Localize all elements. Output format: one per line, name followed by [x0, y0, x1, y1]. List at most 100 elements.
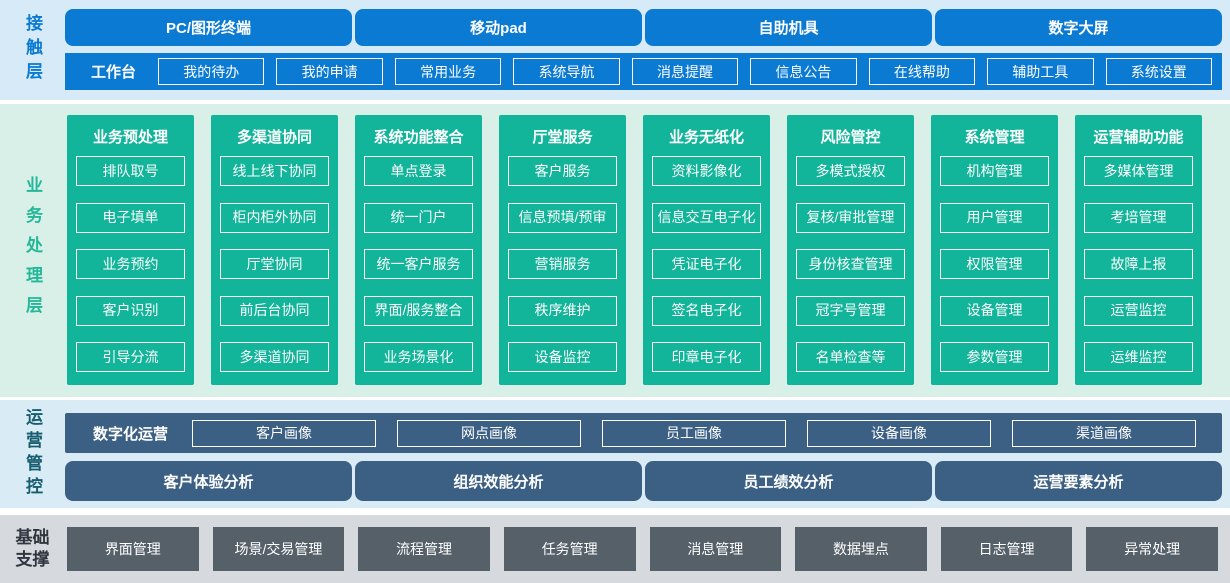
workbench-item-box: 我的申请	[276, 58, 383, 85]
workbench-item-box: 在线帮助	[868, 58, 976, 85]
business-column: 业务无纸化 资料影像化 信息交互电子化 凭证电子化 签名电子化 印章电子化	[643, 115, 770, 385]
workbench-items: 我的待办 我的申请 常用业务 系统导航 消息提醒 信息公告 在线帮助 辅助工具	[158, 58, 1212, 85]
digital-ops-item-box: 设备画像	[807, 419, 992, 447]
workbench-item-box: 系统设置	[1105, 58, 1212, 85]
business-column-title: 多渠道协同	[236, 129, 312, 146]
business-item-box: 多模式授权	[796, 156, 905, 186]
digital-ops-item-box: 员工画像	[602, 419, 787, 447]
operations-gutter: 运营管控	[0, 400, 65, 508]
business-column: 多渠道协同 线上线下协同 柜内柜外协同 厅堂协同 前后台协同 多渠道协同	[211, 115, 338, 385]
business-column-items: 机构管理 用户管理 权限管理 设备管理 参数管理	[940, 156, 1049, 372]
business-column-items: 资料影像化 信息交互电子化 凭证电子化 签名电子化 印章电子化	[652, 156, 761, 372]
foundation-item-box: 流程管理	[358, 527, 490, 571]
business-item-box: 单点登录	[364, 156, 473, 186]
business-item-box: 权限管理	[940, 249, 1049, 279]
business-column: 系统管理 机构管理 用户管理 权限管理 设备管理 参数管理	[931, 115, 1058, 385]
business-column: 风险管控 多模式授权 复核/审批管理 身份核查管理 冠字号管理 名单检查等	[787, 115, 914, 385]
workbench-item-box: 常用业务	[394, 58, 502, 85]
business-item-box: 引导分流	[76, 342, 185, 372]
business-item-box: 复核/审批管理	[796, 202, 905, 233]
channel-box: 自助机具	[645, 9, 932, 46]
business-item-box: 统一客户服务	[364, 249, 473, 279]
business-column-items: 多模式授权 复核/审批管理 身份核查管理 冠字号管理 名单检查等	[796, 156, 905, 372]
workbench-bar: 工作台 我的待办 我的申请 常用业务 系统导航 消息提醒 信息公告	[65, 53, 1222, 90]
business-item-box: 运维监控	[1084, 342, 1193, 372]
business-item-box: 信息预填/预审	[508, 202, 617, 233]
business-item-box: 界面/服务整合	[364, 295, 473, 326]
analysis-box: 组织效能分析	[355, 461, 642, 501]
digital-ops-label: 数字化运营	[93, 425, 169, 443]
workbench-item-box: 系统导航	[513, 58, 620, 85]
business-item-box: 多媒体管理	[1084, 156, 1193, 186]
business-item-box: 机构管理	[940, 156, 1049, 186]
workbench-item-box: 消息提醒	[631, 58, 739, 85]
business-column-title: 业务预处理	[92, 129, 168, 146]
foundation-item-box: 数据埋点	[795, 527, 927, 571]
digital-ops-item-box: 渠道画像	[1012, 419, 1197, 447]
channel-box: PC/图形终端	[65, 9, 352, 46]
business-item-box: 秩序维护	[508, 295, 617, 326]
business-item-box: 冠字号管理	[796, 295, 905, 326]
contact-layer-gutter: 接触层	[0, 0, 65, 100]
workbench-item-box: 辅助工具	[987, 58, 1094, 85]
business-layer-band: 业务处理层 业务预处理 排队取号 电子填单 业务预约 客户	[0, 104, 1230, 397]
workbench-item-box: 信息公告	[750, 58, 857, 85]
business-item-box: 柜内柜外协同	[220, 202, 329, 233]
business-item-box: 印章电子化	[652, 342, 761, 372]
operations-content: 数字化运营 客户画像 网点画像 员工画像 设备画像 渠道画像	[65, 400, 1230, 508]
business-column-items: 单点登录 统一门户 统一客户服务 界面/服务整合 业务场景化	[364, 156, 473, 372]
digital-ops-item-box: 客户画像	[192, 419, 377, 447]
foundation-label: 基础支撑	[15, 527, 50, 569]
digital-ops-bar: 数字化运营 客户画像 网点画像 员工画像 设备画像 渠道画像	[65, 413, 1222, 453]
business-layer-label: 业务处理层	[23, 175, 42, 326]
foundation-item-box: 消息管理	[649, 527, 782, 571]
business-column-items: 线上线下协同 柜内柜外协同 厅堂协同 前后台协同 多渠道协同	[220, 156, 329, 372]
channel-box: 数字大屏	[935, 9, 1222, 46]
analysis-box: 员工绩效分析	[645, 461, 932, 501]
business-item-box: 运营监控	[1084, 295, 1193, 326]
channel-row: PC/图形终端 移动pad 自助机具 数字大屏	[65, 9, 1222, 46]
analysis-row: 客户体验分析 组织效能分析 员工绩效分析 运营要素分析	[65, 461, 1222, 501]
operations-label: 运营管控	[23, 408, 42, 500]
business-item-box: 厅堂协同	[220, 249, 329, 279]
digital-ops-item-box: 网点画像	[397, 419, 582, 447]
workbench-label: 工作台	[91, 64, 137, 81]
business-item-box: 凭证电子化	[652, 249, 761, 279]
foundation-row: 界面管理 场景/交易管理 流程管理 任务管理 消息管理 数据埋点 日志管理 异常…	[65, 527, 1230, 571]
business-item-box: 前后台协同	[220, 295, 329, 326]
foundation-item-box: 界面管理	[67, 527, 199, 571]
business-item-box: 身份核查管理	[796, 249, 905, 279]
foundation-gutter: 基础支撑	[0, 527, 65, 571]
foundation-item-box: 场景/交易管理	[212, 527, 345, 571]
foundation-band: 基础支撑 界面管理 场景/交易管理 流程管理 任务管理 消息管理 数据埋点 日志…	[0, 515, 1230, 583]
workbench-item-box: 我的待办	[158, 58, 265, 85]
business-item-box: 线上线下协同	[220, 156, 329, 186]
business-column: 业务预处理 排队取号 电子填单 业务预约 客户识别 引导分流	[67, 115, 194, 385]
analysis-box: 客户体验分析	[65, 461, 352, 501]
business-item-box: 营销服务	[508, 249, 617, 279]
business-column: 厅堂服务 客户服务 信息预填/预审 营销服务 秩序维护 设备监控	[499, 115, 626, 385]
business-item-box: 客户识别	[76, 295, 185, 326]
business-item-box: 设备管理	[940, 295, 1049, 326]
business-item-box: 业务场景化	[364, 342, 473, 372]
business-item-box: 故障上报	[1084, 249, 1193, 279]
business-columns: 业务预处理 排队取号 电子填单 业务预约 客户识别 引导分流	[65, 104, 1230, 397]
business-item-box: 资料影像化	[652, 156, 761, 186]
business-column-items: 多媒体管理 考培管理 故障上报 运营监控 运维监控	[1084, 156, 1193, 372]
business-layer-gutter: 业务处理层	[0, 104, 65, 397]
business-item-box: 多渠道协同	[220, 342, 329, 372]
contact-layer-label: 接触层	[23, 14, 42, 86]
business-item-box: 排队取号	[76, 156, 185, 186]
business-item-box: 信息交互电子化	[652, 202, 761, 233]
business-column-title: 系统管理	[964, 129, 1025, 146]
analysis-box: 运营要素分析	[935, 461, 1222, 501]
digital-ops-items: 客户画像 网点画像 员工画像 设备画像 渠道画像	[192, 419, 1197, 447]
business-item-box: 业务预约	[76, 249, 185, 279]
business-column-items: 客户服务 信息预填/预审 营销服务 秩序维护 设备监控	[508, 156, 617, 372]
foundation-item-box: 异常处理	[1086, 527, 1218, 571]
business-column-title: 业务无纸化	[668, 129, 744, 146]
channel-box: 移动pad	[355, 9, 642, 46]
business-item-box: 考培管理	[1084, 202, 1193, 233]
business-column-title: 风险管控	[820, 129, 881, 146]
